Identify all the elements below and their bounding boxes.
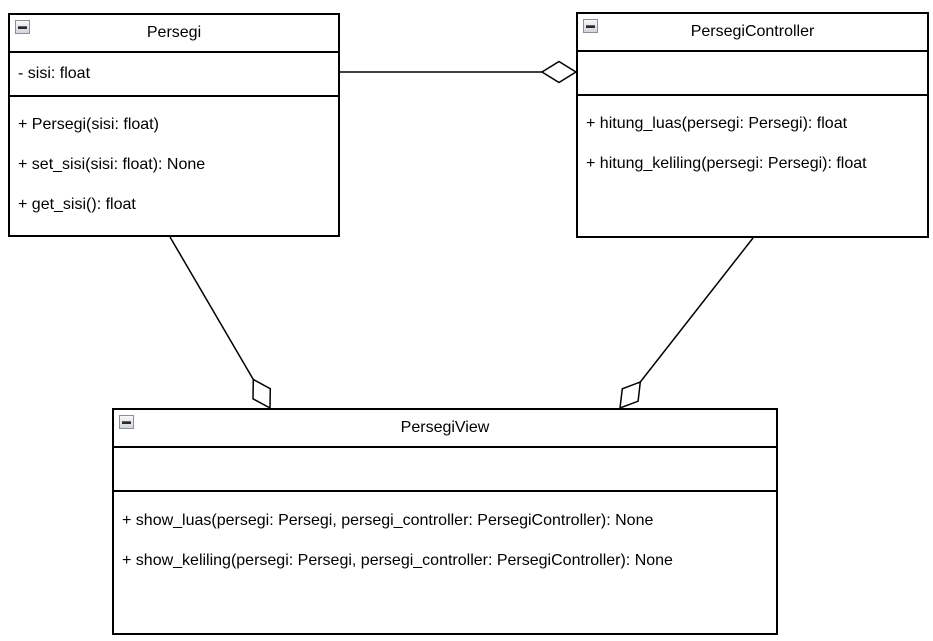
methods-compartment: + Persegi(sisi: float) + set_sisi(sisi: …: [10, 97, 338, 235]
aggregation-controller-to-view[interactable]: [619, 237, 754, 410]
minus-glyph: [122, 420, 131, 424]
class-title: PersegiView: [400, 419, 490, 436]
aggregation-diamond-icon[interactable]: [252, 378, 272, 410]
collapse-minus-icon[interactable]: [119, 415, 134, 429]
method-item: + hitung_keliling(persegi: Persegi): flo…: [586, 155, 867, 172]
minus-glyph: [18, 25, 27, 29]
aggregation-persegi-to-controller[interactable]: [340, 60, 578, 84]
class-box-persegi-view[interactable]: PersegiView + show_luas(persegi: Persegi…: [112, 408, 778, 635]
method-item: + get_sisi(): float: [18, 196, 136, 213]
methods-compartment: + hitung_luas(persegi: Persegi): float +…: [578, 96, 927, 236]
method-item: + hitung_luas(persegi: Persegi): float: [586, 115, 848, 132]
attributes-compartment: [578, 52, 927, 96]
class-box-persegi[interactable]: Persegi - sisi: float + Persegi(sisi: fl…: [8, 13, 340, 237]
class-title: Persegi: [146, 24, 202, 41]
methods-compartment: + show_luas(persegi: Persegi, persegi_co…: [114, 492, 776, 633]
attributes-compartment: [114, 448, 776, 492]
class-title: PersegiController: [690, 23, 815, 40]
collapse-minus-icon[interactable]: [583, 19, 598, 33]
class-title-bar: PersegiController: [578, 14, 927, 52]
collapse-minus-icon[interactable]: [15, 20, 30, 34]
attribute-item: - sisi: float: [18, 65, 91, 82]
aggregation-diamond-icon[interactable]: [540, 60, 578, 84]
minus-glyph: [586, 24, 595, 28]
connector-line[interactable]: [169, 236, 254, 380]
method-item: + set_sisi(sisi: float): None: [18, 156, 206, 173]
connector-line[interactable]: [639, 237, 754, 383]
method-item: + show_keliling(persegi: Persegi, perseg…: [122, 552, 673, 569]
aggregation-persegi-to-view[interactable]: [169, 236, 272, 410]
class-box-persegi-controller[interactable]: PersegiController + hitung_luas(persegi:…: [576, 12, 929, 238]
aggregation-diamond-icon[interactable]: [619, 380, 642, 410]
class-title-bar: Persegi: [10, 15, 338, 53]
class-title-bar: PersegiView: [114, 410, 776, 448]
method-item: + show_luas(persegi: Persegi, persegi_co…: [122, 512, 654, 529]
method-item: + Persegi(sisi: float): [18, 116, 159, 133]
attributes-compartment: - sisi: float: [10, 53, 338, 97]
